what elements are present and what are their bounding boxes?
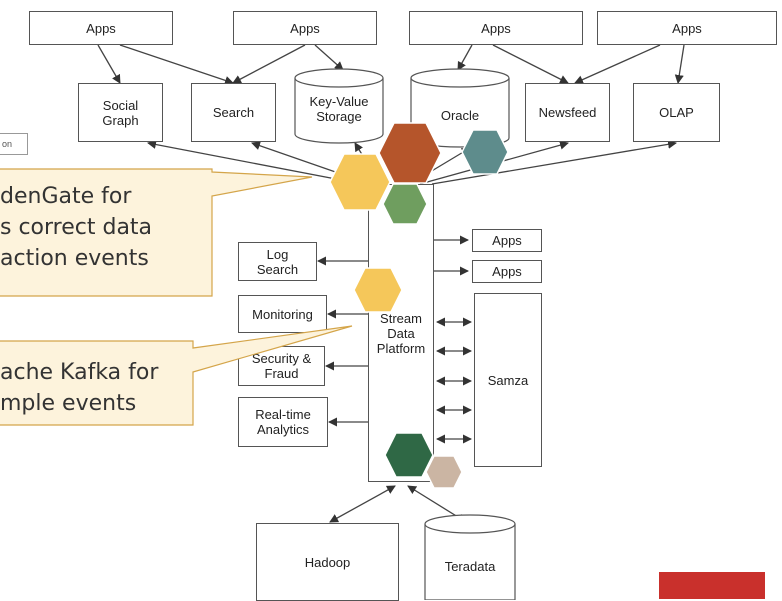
stream-data-platform-box: Stream Data Platform <box>368 184 434 482</box>
partial-label-text: on <box>2 139 13 149</box>
log-search-box: Log Search <box>238 242 317 281</box>
newsfeed-box: Newsfeed <box>525 83 610 142</box>
key-value-storage-label: Key-Value Storage <box>309 94 369 124</box>
samza-label: Samza <box>487 372 529 388</box>
apps-label: Apps <box>492 264 522 279</box>
search-label: Search <box>212 105 255 120</box>
olap-box: OLAP <box>633 83 720 142</box>
yellow-hexagon <box>329 153 391 211</box>
apps-box-1: Apps <box>29 11 173 45</box>
oracle-label: Oracle <box>440 108 480 123</box>
apps-label: Apps <box>672 20 702 36</box>
kafka-callout-line-2: mple events <box>0 391 137 416</box>
goldengate-callout-line-3: action events <box>0 246 149 271</box>
apps-box-2: Apps <box>233 11 377 45</box>
right-apps-box-1: Apps <box>472 229 542 252</box>
monitoring-label: Monitoring <box>252 306 313 322</box>
olap-label: OLAP <box>659 105 694 120</box>
key-value-storage-cylinder: Key-Value Storage <box>294 68 384 144</box>
kafka-callout-line-1: ache Kafka for <box>0 360 159 385</box>
teradata-cylinder: Teradata <box>424 514 516 600</box>
teradata-label: Teradata <box>444 559 496 574</box>
security-fraud-box: Security & Fraud <box>238 346 325 386</box>
social-graph-box: Social Graph <box>78 83 163 142</box>
search-box: Search <box>191 83 276 142</box>
realtime-analytics-box: Real-time Analytics <box>238 397 328 447</box>
newsfeed-label: Newsfeed <box>538 105 597 120</box>
apps-label: Apps <box>481 20 511 36</box>
log-search-label: Log Search <box>256 246 299 277</box>
tan-hexagon <box>425 455 463 489</box>
apps-box-4: Apps <box>597 11 777 45</box>
apps-label: Apps <box>86 20 116 36</box>
cylinder-shape <box>424 514 516 600</box>
rust-hexagon <box>378 122 442 184</box>
goldengate-callout-line-1: denGate for <box>0 184 132 209</box>
monitoring-box: Monitoring <box>238 295 327 333</box>
security-fraud-label: Security & Fraud <box>251 351 312 381</box>
stream-data-platform-label: Stream Data Platform <box>376 310 426 356</box>
yellow-hexagon-small <box>353 267 403 313</box>
social-graph-label: Social Graph <box>102 97 139 128</box>
apps-label: Apps <box>290 20 320 36</box>
partial-label-box: on <box>0 133 28 155</box>
apps-label: Apps <box>492 233 522 248</box>
hadoop-box: Hadoop <box>256 523 399 601</box>
right-apps-box-2: Apps <box>472 260 542 283</box>
teal-hexagon <box>461 129 509 175</box>
green-hexagon <box>382 183 428 225</box>
cylinder-shape <box>294 68 384 144</box>
dark-green-hexagon <box>384 432 434 478</box>
red-accent-bar <box>659 572 765 599</box>
hadoop-label: Hadoop <box>304 554 351 570</box>
apps-box-3: Apps <box>409 11 583 45</box>
samza-box: Samza <box>474 293 542 467</box>
goldengate-callout-line-2: s correct data <box>0 215 153 240</box>
realtime-analytics-label: Real-time Analytics <box>255 407 311 437</box>
